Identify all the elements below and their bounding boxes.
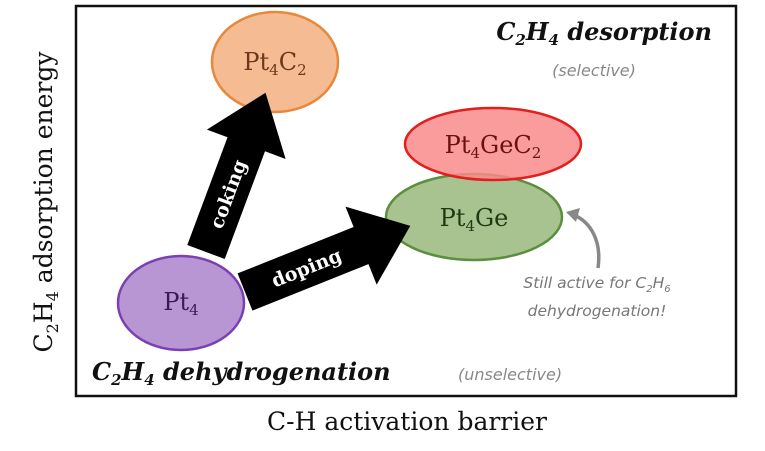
annotation-arrow xyxy=(566,208,601,269)
curved-arrow-line xyxy=(573,213,601,269)
node-pt4gec2: Pt4GeC2 xyxy=(403,106,583,182)
node-pt4: Pt4 xyxy=(116,254,246,352)
pt4-label: Pt4 xyxy=(163,288,198,319)
pt4c2-label: Pt4C2 xyxy=(243,48,306,79)
pt4ge-label: Pt4Ge xyxy=(440,204,509,235)
coking-arrow-shape xyxy=(187,92,286,260)
node-pt4ge: Pt4Ge xyxy=(384,172,564,262)
pt4gec2-label: Pt4GeC2 xyxy=(445,131,542,162)
x-axis-label: C-H activation barrier xyxy=(267,407,547,436)
doping-arrow-shape xyxy=(237,206,411,311)
pt4c2-ellipse xyxy=(210,10,340,114)
node-pt4c2: Pt4C2 xyxy=(210,10,340,114)
unselective-note: (unselective) xyxy=(458,365,562,384)
curved-arrow-head xyxy=(566,208,580,222)
annotation-line2: dehydrogenation! xyxy=(528,302,667,320)
pt4-ellipse xyxy=(116,254,246,352)
plot-frame xyxy=(74,4,738,398)
selective-note: (selective) xyxy=(552,61,636,80)
y-axis-label: C2H4 adsorption energy xyxy=(29,51,62,353)
annotation-line1: Still active for C2H6 xyxy=(523,274,670,295)
dehydrogenation-label: C2H4 dehydrogenation xyxy=(92,357,391,389)
pt4gec2-ellipse xyxy=(403,106,583,182)
desorption-label: C2H4 desorption xyxy=(496,17,712,49)
